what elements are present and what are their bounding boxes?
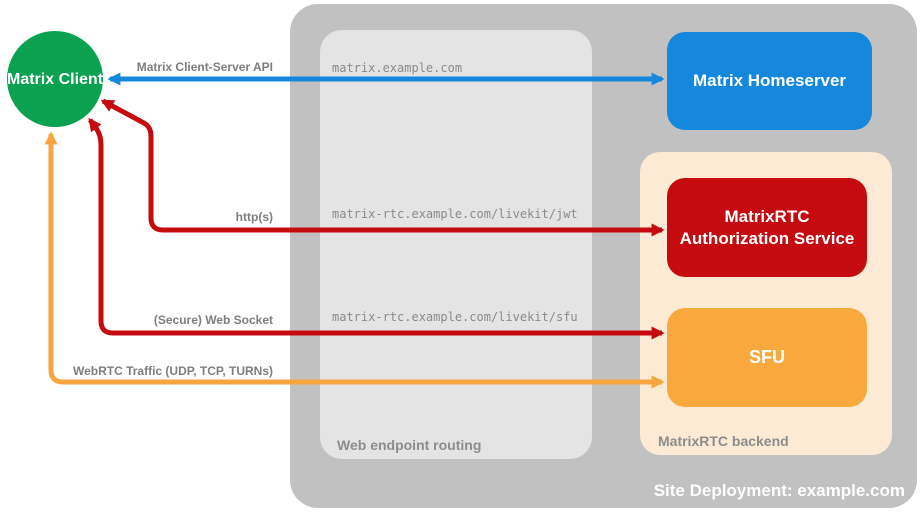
site-deployment-title: Site Deployment: example.com [653, 481, 905, 500]
sfu-node: SFU [667, 308, 867, 407]
matrix-client-label: Matrix Client [7, 70, 104, 88]
webrtc-traffic-label: WebRTC Traffic (UDP, TCP, TURNs) [72, 364, 273, 378]
endpoint-livekit-jwt: matrix-rtc.example.com/livekit/jwt [332, 207, 578, 221]
matrix-homeserver-label: Matrix Homeserver [692, 71, 847, 90]
matrixrtc-backend-caption: MatrixRTC backend [658, 433, 789, 449]
client-server-api-label: Matrix Client-Server API [136, 60, 273, 74]
web-socket-label: (Secure) Web Socket [153, 313, 273, 327]
web-endpoint-routing-container [320, 30, 592, 459]
sfu-label: SFU [749, 347, 785, 367]
endpoint-livekit-sfu: matrix-rtc.example.com/livekit/sfu [332, 310, 578, 324]
matrix-client-node: Matrix Client [7, 31, 103, 127]
matrix-homeserver-node: Matrix Homeserver [667, 32, 872, 130]
matrixrtc-authorization-service-node: MatrixRTC Authorization Service [667, 178, 867, 277]
matrixrtc-authorization-service-label: MatrixRTC Authorization Service [679, 206, 855, 248]
https-label: http(s) [235, 210, 273, 224]
endpoint-matrix-example-com: matrix.example.com [332, 61, 463, 75]
web-endpoint-routing-caption: Web endpoint routing [337, 437, 482, 453]
